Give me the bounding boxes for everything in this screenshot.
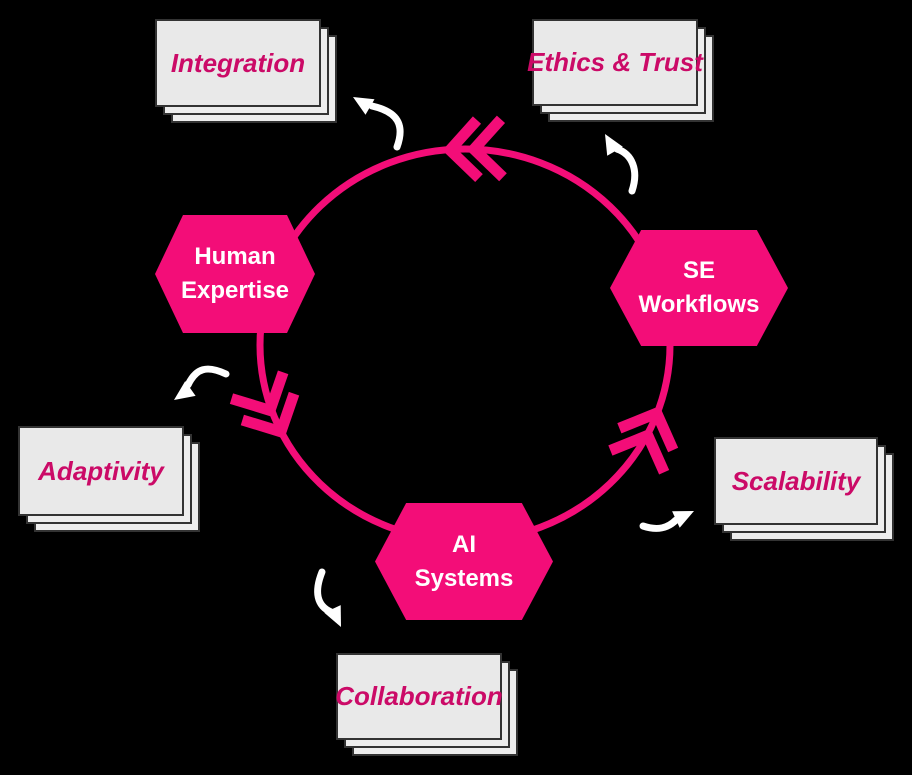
cycle-arrowhead-right-icon: [610, 402, 683, 472]
cycle-ring: [256, 145, 674, 545]
card-collaboration-label: Collaboration: [335, 653, 503, 740]
node-ai-systems-line1: AI: [451, 530, 476, 558]
callout-arrow-collaboration-icon: [314, 568, 341, 627]
callout-arrow-ethics-trust-icon: [605, 134, 639, 195]
callout-arrow-adaptivity-icon: [174, 365, 230, 400]
node-human-expertise: Human Expertise: [155, 215, 315, 333]
node-se-workflows: SE Workflows: [610, 230, 788, 346]
callout-arrow-integration-icon: [353, 97, 404, 151]
card-adaptivity: Adaptivity: [18, 426, 200, 532]
node-se-workflows-line2: Workflows: [638, 291, 760, 318]
card-adaptivity-label: Adaptivity: [18, 426, 184, 516]
callout-arrow-scalability-icon: [639, 511, 694, 532]
card-scalability: Scalability: [714, 437, 894, 541]
card-collaboration: Collaboration: [335, 653, 518, 756]
node-human-expertise-line2: Expertise: [180, 277, 290, 304]
node-ai-systems-line2: Systems: [414, 564, 514, 592]
cycle-arrowhead-left-icon: [231, 372, 306, 445]
card-ethics-trust: Ethics & Trust: [527, 19, 714, 122]
card-integration: Integration: [155, 19, 337, 123]
card-ethics-trust-label: Ethics & Trust: [527, 19, 703, 106]
node-human-expertise-line1: Human: [194, 243, 276, 270]
node-se-workflows-line1: SE: [682, 257, 715, 284]
node-ai-systems: AI Systems: [375, 503, 553, 620]
card-scalability-label: Scalability: [714, 437, 878, 525]
card-integration-label: Integration: [155, 19, 321, 107]
